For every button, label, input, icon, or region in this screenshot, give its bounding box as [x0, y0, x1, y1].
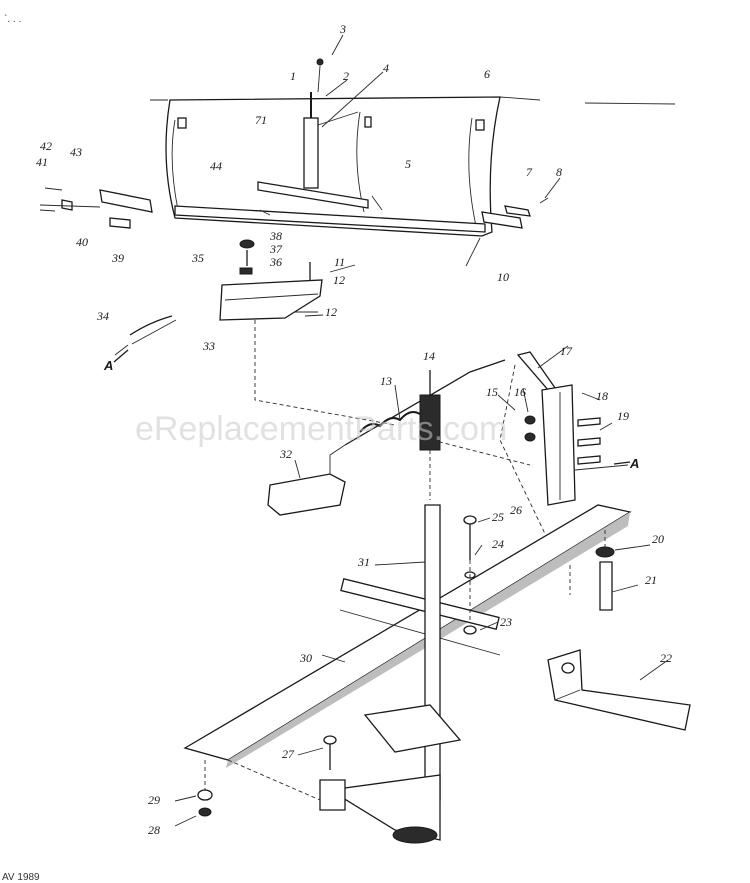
callout-14: 14 — [423, 349, 435, 363]
callout-15: 15 — [486, 385, 498, 399]
callout-5: 5 — [405, 157, 411, 171]
bracket-22 — [547, 649, 691, 731]
frame — [183, 504, 632, 844]
callout-24: 24 — [492, 537, 504, 551]
callout-10: 10 — [497, 270, 509, 284]
callout-22: 22 — [660, 651, 672, 665]
callout-31: 31 — [357, 555, 370, 569]
lift-handle — [499, 351, 629, 541]
callout-6: 6 — [484, 67, 490, 81]
callout-27: 27 — [282, 747, 295, 761]
callout-3: 3 — [339, 22, 346, 36]
callout-26: 26 — [510, 503, 522, 517]
callout-1: 1 — [290, 69, 296, 83]
callout-12a: 12 — [333, 273, 345, 287]
callout-42: 42 — [40, 139, 52, 153]
callout-37: 37 — [269, 242, 283, 256]
callout-7: 7 — [526, 165, 533, 179]
callout-leaders — [174, 34, 669, 827]
callout-43: 43 — [70, 145, 82, 159]
callout-44: 44 — [210, 159, 222, 173]
callout-11: 11 — [334, 255, 345, 269]
callout-19: 19 — [617, 409, 629, 423]
callout-30: 30 — [299, 651, 312, 665]
callout-23: 23 — [500, 615, 512, 629]
callout-25: 25 — [492, 510, 504, 524]
callout-28: 28 — [148, 823, 160, 837]
watermark: eReplacementParts.com — [135, 410, 507, 448]
callout-2: 2 — [343, 69, 349, 83]
callout-34: 34 — [96, 309, 109, 323]
corner-mark: `. . . — [4, 13, 21, 25]
callout-71: 71 — [255, 113, 267, 127]
callout-18: 18 — [596, 389, 608, 403]
callout-20: 20 — [652, 532, 664, 546]
callout-40: 40 — [76, 235, 88, 249]
callout-labels: 1 2 3 4 5 6 7 8 10 11 12 12 13 14 15 16 … — [36, 22, 672, 837]
callout-4: 4 — [383, 61, 389, 75]
callout-A-right: A — [629, 456, 639, 471]
callout-A-left: A — [103, 358, 113, 373]
callout-29: 29 — [148, 793, 160, 807]
callout-36: 36 — [269, 255, 282, 269]
callout-8: 8 — [556, 165, 562, 179]
callout-12b: 12 — [325, 305, 337, 319]
callout-39: 39 — [111, 251, 124, 265]
callout-38: 38 — [269, 229, 282, 243]
callout-32: 32 — [279, 447, 292, 461]
lift-spring-assembly — [267, 359, 531, 516]
callout-13: 13 — [380, 374, 392, 388]
callout-17: 17 — [560, 344, 573, 358]
footer-code: AV 1989 — [2, 872, 40, 883]
callout-33: 33 — [202, 339, 215, 353]
callout-35: 35 — [191, 251, 204, 265]
callout-21: 21 — [645, 573, 657, 587]
callout-41: 41 — [36, 155, 48, 169]
plow-blade — [39, 58, 676, 267]
callout-16: 16 — [514, 385, 526, 399]
mount-plate — [114, 239, 396, 426]
